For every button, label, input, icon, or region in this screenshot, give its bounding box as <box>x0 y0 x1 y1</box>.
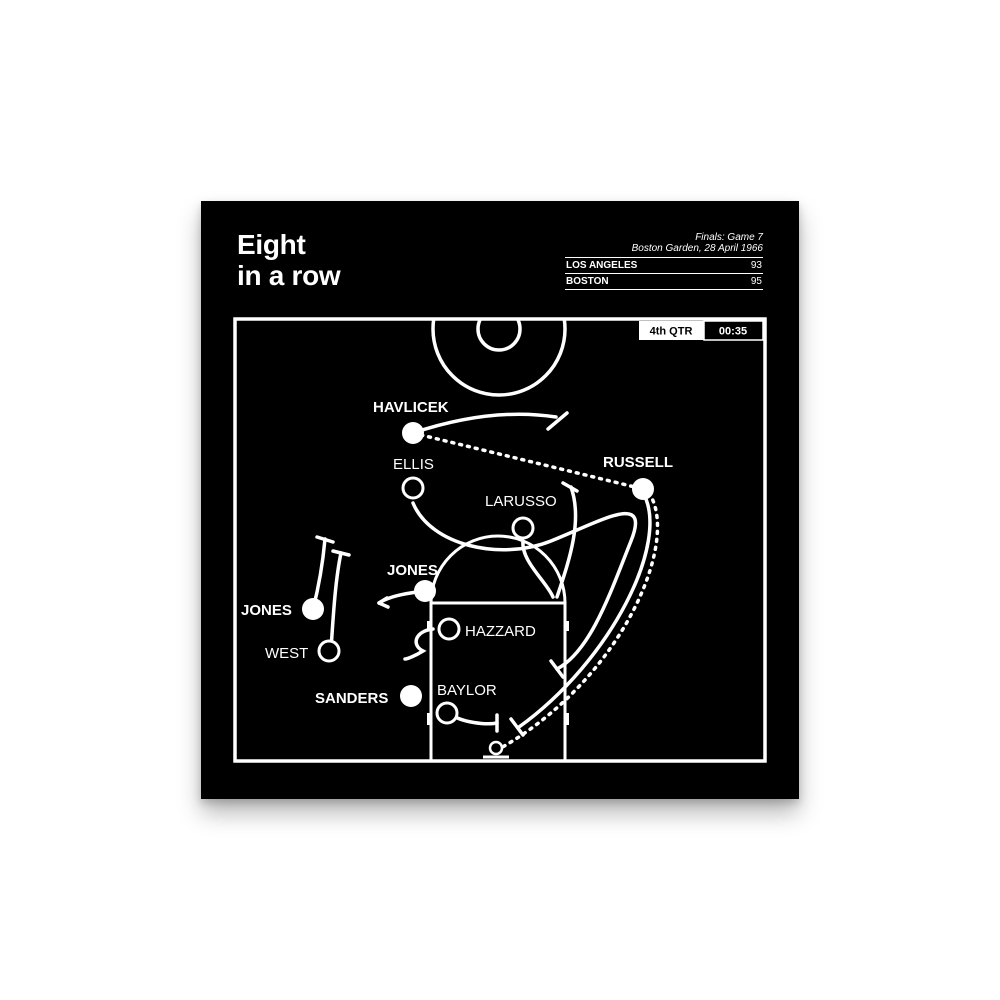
label-baylor: BAYLOR <box>437 682 497 699</box>
west-path <box>329 551 343 651</box>
quarter-label: 4th QTR <box>650 326 693 338</box>
label-larusso: LARUSSO <box>485 493 557 510</box>
label-jones-top: JONES <box>387 562 438 579</box>
title-line-2: in a row <box>237 260 341 291</box>
boston-players <box>302 422 654 707</box>
larusso-path <box>521 539 555 599</box>
player-jones-left <box>302 598 324 620</box>
path-stop-marker <box>546 411 569 431</box>
team-name: LOS ANGELES <box>566 260 638 271</box>
hazzard-path <box>403 627 435 661</box>
poster-title: Eight in a row <box>237 229 341 291</box>
basket-icon <box>483 740 509 759</box>
larusso-roll <box>555 485 578 599</box>
team-name: BOSTON <box>566 276 609 287</box>
player-larusso <box>511 516 535 540</box>
russell-pass-to-basket <box>497 491 660 751</box>
player-jones-top <box>414 580 436 602</box>
label-jones-left: JONES <box>241 602 292 619</box>
quarter-box <box>639 321 704 340</box>
score-row-home: BOSTON 95 <box>565 273 763 290</box>
scoreboard: Finals: Game 7 Boston Garden, 28 April 1… <box>565 232 763 290</box>
score-row-away: LOS ANGELES 93 <box>565 257 763 273</box>
center-circle <box>431 319 567 397</box>
label-havlicek: HAVLICEK <box>373 399 449 416</box>
path-stop-marker <box>331 549 351 557</box>
poster: Eight in a row Finals: Game 7 Boston Gar… <box>201 201 799 799</box>
player-baylor <box>435 701 459 725</box>
player-labels: HAVLICEK RUSSELL JONES JONES SANDERS ELL… <box>241 399 673 707</box>
ellis-path <box>411 501 638 671</box>
path-stop-marker <box>509 717 525 737</box>
lane-hash-marks <box>427 621 569 725</box>
play-paths <box>311 411 660 751</box>
los-angeles-players <box>317 476 535 725</box>
team-score: 93 <box>750 260 762 271</box>
time-label: 00:35 <box>719 326 747 338</box>
havlicek-path <box>411 412 558 435</box>
arrow-head <box>377 596 390 609</box>
player-ellis <box>401 476 425 500</box>
path-stop-marker <box>315 535 335 544</box>
team-score: 95 <box>750 276 762 287</box>
time-box <box>703 320 764 341</box>
player-hazzard <box>437 617 461 641</box>
game-clock: 4th QTR 00:35 <box>639 320 764 341</box>
russell-cut <box>517 491 652 729</box>
title-line-1: Eight <box>237 229 306 260</box>
pass-line <box>411 431 645 491</box>
game-venue-date: Boston Garden, 28 April 1966 <box>631 243 763 254</box>
label-russell: RUSSELL <box>603 454 673 471</box>
label-sanders: SANDERS <box>315 690 388 707</box>
free-throw-lane <box>429 601 567 763</box>
label-west: WEST <box>265 645 308 662</box>
player-west <box>317 639 341 663</box>
player-havlicek <box>402 422 424 444</box>
label-hazzard: HAZZARD <box>465 623 536 640</box>
free-throw-circle <box>429 534 567 604</box>
label-ellis: ELLIS <box>393 456 434 473</box>
path-stop-marker <box>549 659 565 679</box>
game-round: Finals: Game 7 <box>695 232 763 243</box>
player-sanders <box>400 685 422 707</box>
play-diagram: 4th QTR 00:35 <box>233 317 767 763</box>
player-russell <box>632 478 654 500</box>
path-stop-marker <box>561 481 579 493</box>
